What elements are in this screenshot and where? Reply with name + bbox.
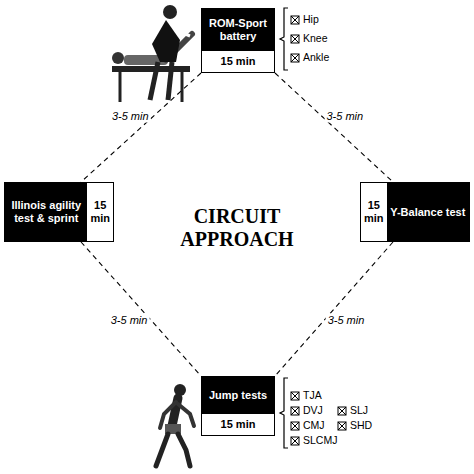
station-name: Illinois agility test & sprint (5, 183, 87, 241)
transition-line (81, 73, 201, 182)
patient-head (112, 52, 124, 64)
checkbox-group (291, 16, 346, 445)
checkbox (291, 35, 299, 43)
runner-illustration (156, 384, 194, 466)
checkbox (338, 422, 346, 430)
duration-text: 15 min (202, 51, 274, 72)
examiner-body (152, 20, 180, 62)
diagram-title: CIRCUIT APPROACH (162, 205, 312, 251)
table-leg (119, 72, 122, 102)
runner-arm (178, 404, 194, 426)
test-item: DVJ (303, 404, 323, 417)
checkbox (291, 54, 299, 62)
transition-time: 3-5 min (109, 313, 150, 326)
examiner-leg (150, 62, 158, 100)
transition-line (275, 242, 393, 376)
duration-text: 15 min (361, 183, 387, 241)
bracket (280, 378, 288, 448)
test-item: TJA (303, 389, 322, 402)
test-item: Ankle (303, 51, 329, 64)
transition-time: 3-5 min (325, 109, 366, 122)
station-name: Jump tests (202, 377, 274, 414)
test-item: Knee (303, 32, 328, 45)
checkbox (338, 407, 346, 415)
runner-leg (156, 434, 168, 466)
checkbox (291, 407, 299, 415)
checkbox (291, 437, 299, 445)
checkbox (291, 392, 299, 400)
examiner-arm (176, 30, 190, 36)
rom-illustration (112, 5, 192, 102)
test-item: SLJ (350, 404, 368, 417)
duration-text: 15 min (87, 183, 113, 241)
test-item: SLCMJ (303, 434, 337, 447)
checkbox (291, 422, 299, 430)
table-leg (181, 72, 184, 102)
bracket (280, 8, 288, 70)
checkbox (291, 16, 299, 24)
station-box: Illinois agility test & sprint15 min (4, 182, 114, 242)
station-name: Y-Balance test (387, 183, 469, 241)
transition-time: 3-5 min (110, 109, 151, 122)
test-item: SHD (350, 419, 372, 432)
station-box: Jump tests15 min (201, 376, 275, 436)
runner-leg (178, 434, 190, 466)
station-box: Y-Balance test15 min (360, 182, 470, 242)
transition-line (81, 242, 201, 376)
transition-time: 3-5 min (326, 313, 367, 326)
station-name: ROM-Sport battery (202, 9, 274, 51)
duration-text: 15 min (202, 414, 274, 435)
examiner-head (163, 5, 177, 19)
exam-table (112, 66, 190, 72)
transition-line (275, 73, 393, 182)
examiner-leg (168, 62, 172, 100)
station-box: ROM-Sport battery15 min (201, 8, 275, 73)
test-item: Hip (303, 13, 319, 26)
test-item: CMJ (303, 419, 325, 432)
